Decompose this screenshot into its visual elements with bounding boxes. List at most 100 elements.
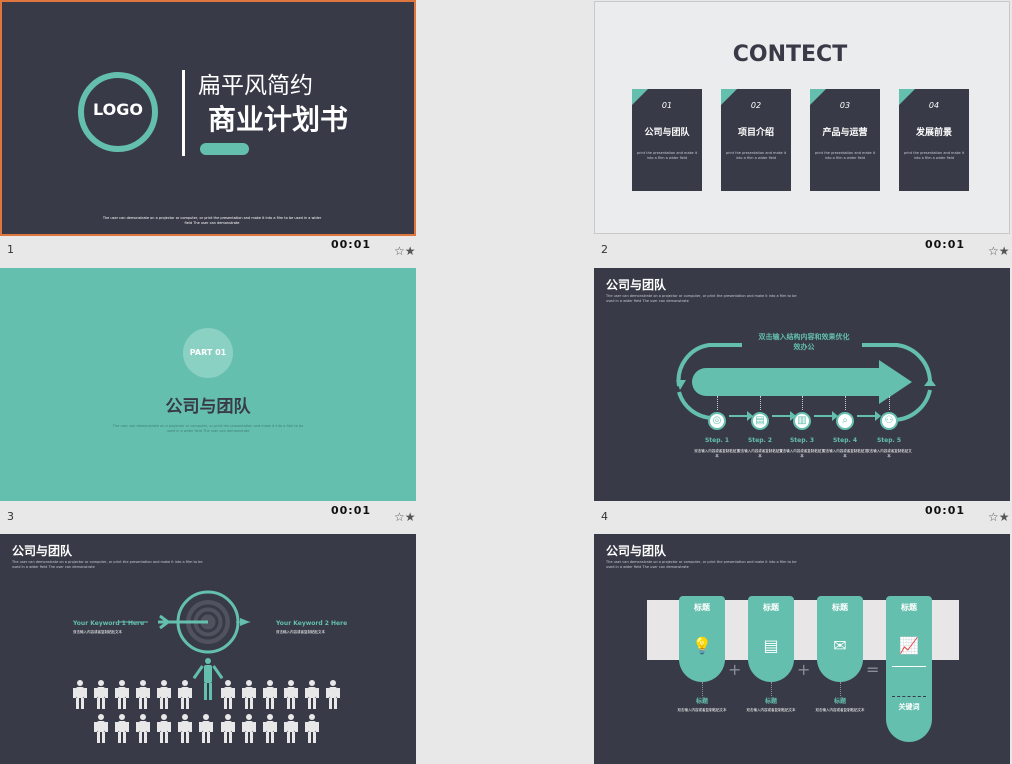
loop-caption-line1: 双击输入结构内容和效果优化 (758, 333, 850, 341)
star-icon[interactable]: ☆★ (394, 244, 416, 258)
step-label: Step. 1 (704, 437, 730, 444)
keyword-1-title: Your Keyword 1 Here (73, 620, 145, 627)
slide-title: 公司与团队 (606, 278, 667, 292)
person-icon (73, 680, 87, 710)
step-arrow-head (875, 411, 881, 421)
banner-label: 标题 (764, 698, 777, 705)
slide-thumbnail-5[interactable]: 公司与团队 The user can demonstrate on a proj… (0, 534, 416, 764)
part-label: PART 01 (189, 348, 227, 357)
section-text: The user can demonstrate on a projector … (112, 424, 304, 433)
slide-thumbnail-3[interactable]: PART 01 公司与团队 The user can demonstrate o… (0, 268, 416, 501)
contents-heading: CONTECT (732, 42, 848, 67)
banner-head: 标题 (901, 603, 917, 612)
slide-number: 3 (7, 510, 14, 523)
banner-icon: ▤ (763, 636, 779, 655)
banner-divider (892, 666, 926, 667)
star-icon[interactable]: ☆★ (988, 244, 1010, 258)
person-icon (305, 680, 319, 710)
banner-icon: 💡 (692, 636, 712, 655)
slide-subtitle: The user can demonstrate on a projector … (606, 294, 797, 303)
slide-thumbnail-4[interactable]: 公司与团队 The user can demonstrate on a proj… (594, 268, 1010, 501)
person-icon (263, 714, 277, 744)
card-corner (632, 89, 648, 105)
banner-label: 标题 (833, 698, 846, 705)
banner-text: 双击输入内容或者复制粘贴文本 (815, 708, 865, 712)
slide-timing: 00:01 (331, 238, 372, 251)
person-icon (136, 680, 150, 710)
step-text: 双击输入内容或者复制粘贴文本 (779, 449, 825, 458)
slide-thumbnail-1[interactable]: LOGO 扁平风简约 商业计划书 The user can demonstrat… (0, 0, 416, 236)
banner-icon: ✉ (833, 636, 847, 655)
step-label: Step. 4 (832, 437, 858, 444)
step-dotted-line (802, 396, 803, 410)
slide-thumbnail-2[interactable]: CONTECT 01 公司与团队 print the presentation an… (594, 1, 1010, 234)
banner-icon: 📈 (899, 636, 919, 655)
person-icon (242, 714, 256, 744)
banner-dotted-line (840, 682, 841, 696)
slide-number: 2 (601, 243, 608, 256)
plus-sign-1: + (728, 660, 742, 679)
star-icon[interactable]: ☆★ (988, 510, 1010, 524)
keyword-2-text: 双击输入内容或者复制粘贴文本 (276, 630, 325, 634)
card-label: 产品与运营 (822, 128, 868, 138)
step-icon: ◎ (708, 412, 726, 430)
card-text: print the presentation and make it into … (814, 151, 876, 160)
person-icon (157, 680, 171, 710)
banner-dotted-line (771, 682, 772, 696)
step-text: 双击输入内容或者复制粘贴文本 (822, 449, 868, 458)
leader-figure-icon (192, 658, 224, 702)
card-number: 02 (750, 101, 762, 110)
card-text: print the presentation and make it into … (636, 151, 698, 160)
person-icon (136, 714, 150, 744)
banner: 标题 💡 (679, 596, 725, 682)
slide-title-line2: 商业计划书 (208, 103, 349, 136)
card-number: 01 (661, 101, 673, 110)
step-arrow-head (747, 411, 753, 421)
card-label: 项目介绍 (737, 128, 774, 138)
step-icon: ⌕ (836, 412, 854, 430)
person-icon (94, 714, 108, 744)
step-label: Step. 3 (789, 437, 815, 444)
card-number: 03 (839, 101, 851, 110)
card-label: 公司与团队 (644, 128, 690, 138)
card-corner (810, 89, 826, 105)
loop-caption: 双击输入结构内容和效果优化 效办公 (744, 332, 864, 352)
step-label: Step. 5 (876, 437, 902, 444)
banner-keyword: 关键词 (898, 703, 920, 711)
person-icon (221, 680, 235, 710)
logo-circle (78, 72, 158, 152)
step-label: Step. 2 (747, 437, 773, 444)
step-dotted-line (717, 396, 718, 410)
person-icon (94, 680, 108, 710)
slide-subtitle: The user can demonstrate on a projector … (606, 560, 797, 569)
slide-title-line1: 扁平风简约 (198, 73, 313, 99)
banner: 标题✉ (817, 596, 863, 682)
footnote: The user can demonstrate on a projector … (102, 216, 322, 225)
card-number: 04 (928, 101, 940, 110)
part-circle (183, 328, 233, 378)
card-corner (899, 89, 915, 105)
banner-head: 标题 (763, 603, 779, 612)
step-arrow (814, 415, 836, 417)
star-icon[interactable]: ☆★ (394, 510, 416, 524)
plus-sign-2: + (797, 660, 811, 679)
person-icon (157, 714, 171, 744)
step-arrow (729, 415, 751, 417)
slide-timing: 00:01 (925, 238, 966, 251)
slide-timing: 00:01 (331, 504, 372, 517)
card-text: print the presentation and make it into … (903, 151, 965, 160)
person-icon (326, 680, 340, 710)
slide-thumbnail-6[interactable]: 公司与团队 The user can demonstrate on a proj… (594, 534, 1010, 764)
banner-text: 双击输入内容或者复制粘贴文本 (746, 708, 796, 712)
slide-number: 1 (7, 243, 14, 256)
step-icon: ▤ (751, 412, 769, 430)
banner-head: 标题 (694, 603, 710, 612)
banner-dotted-line (702, 682, 703, 696)
slide-subtitle: The user can demonstrate on a projector … (12, 560, 203, 569)
person-icon (199, 714, 213, 744)
step-text: 双击输入内容或者复制粘贴文本 (866, 449, 912, 458)
step-dotted-line (845, 396, 846, 410)
logo-text: LOGO (93, 100, 143, 119)
person-icon (115, 714, 129, 744)
banner-dashed (892, 696, 926, 697)
